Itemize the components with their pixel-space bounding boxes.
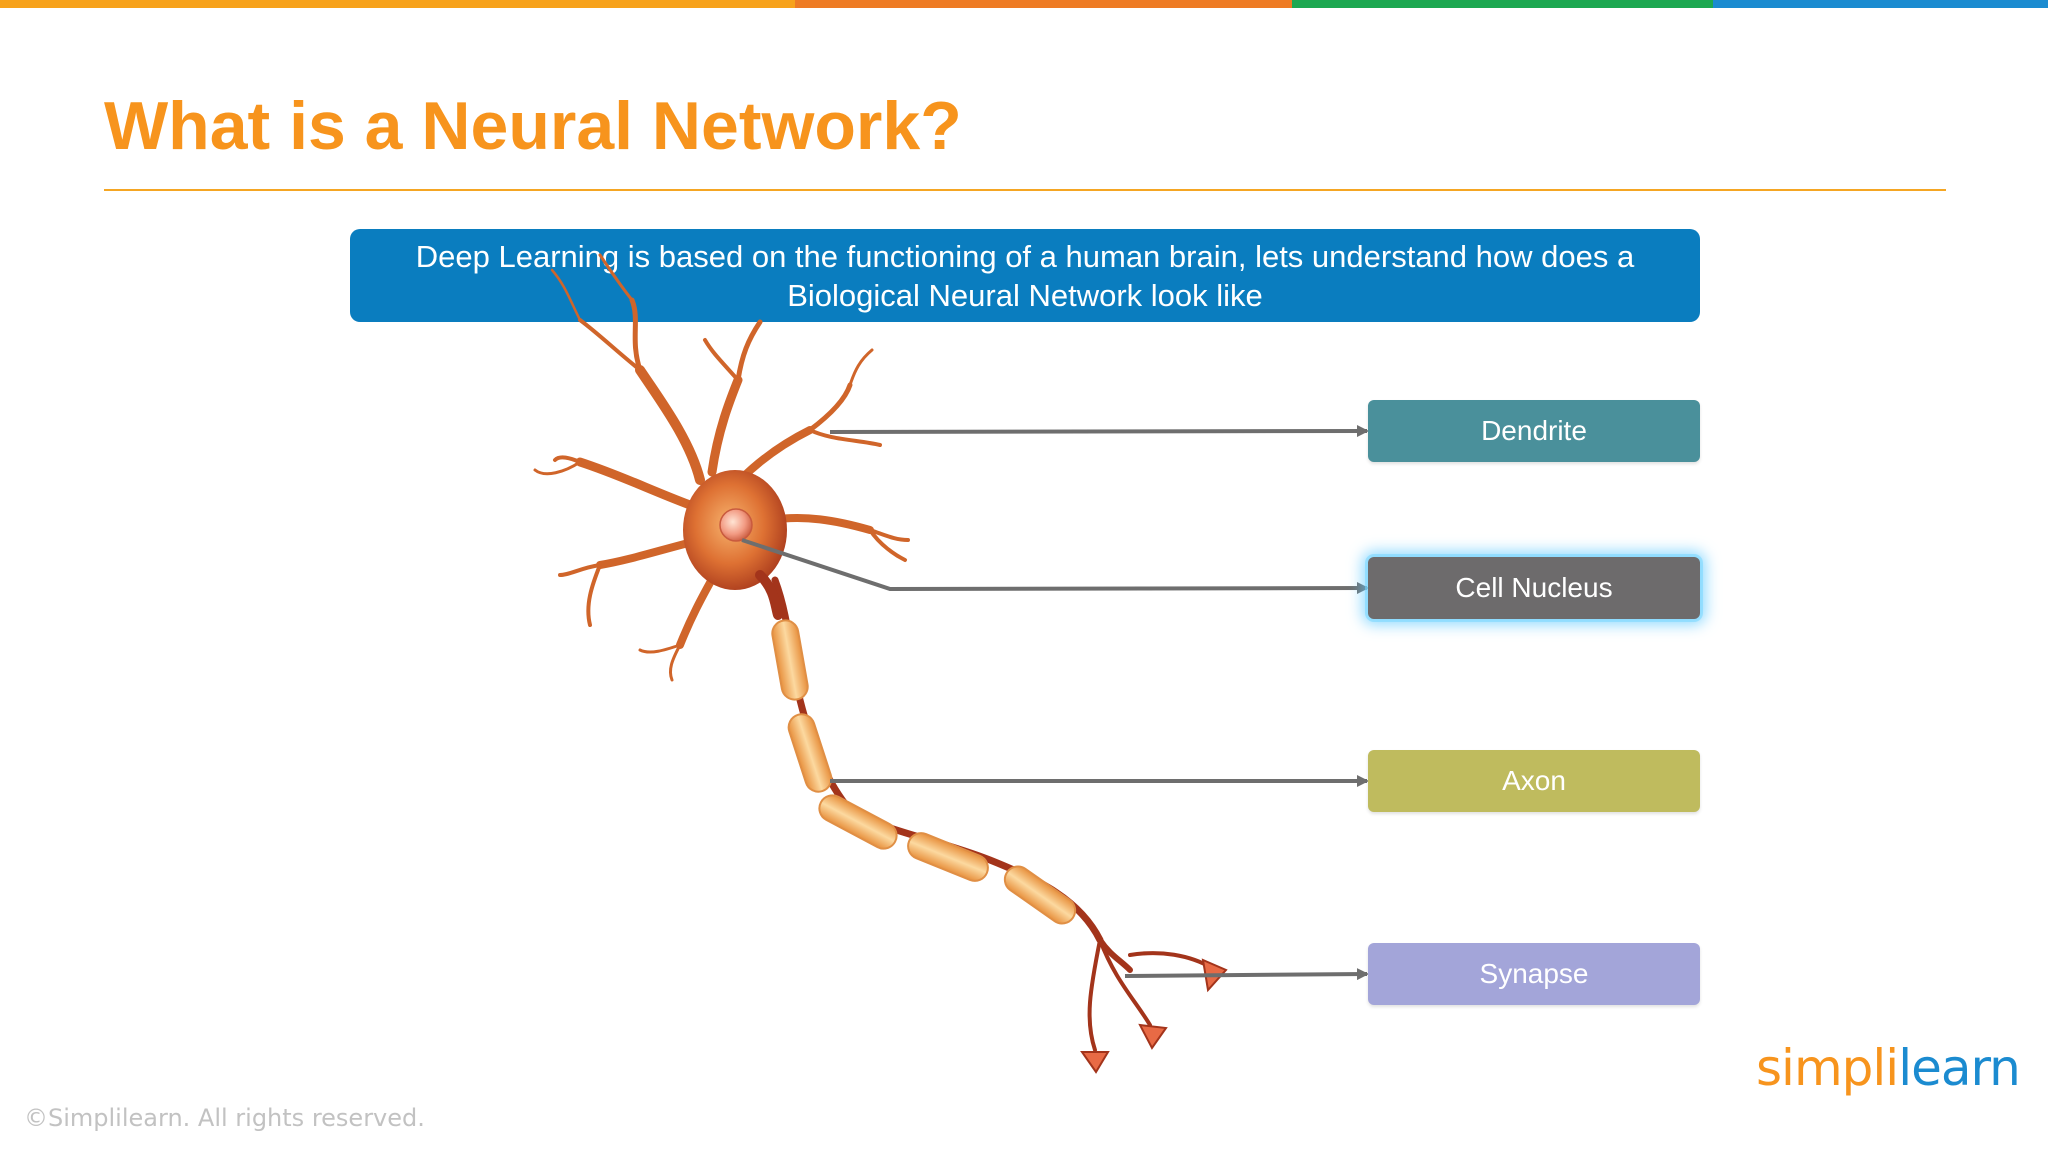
logo-text-learn: learn (1898, 1039, 2021, 1097)
axon-hillock (755, 570, 783, 620)
intro-callout: Deep Learning is based on the functionin… (350, 229, 1700, 322)
copyright-notice: ©Simplilearn. All rights reserved. (24, 1104, 425, 1132)
pointer-cell-nucleus (741, 538, 1369, 595)
myelin-sheaths (771, 619, 1077, 925)
label-axon: Axon (1368, 750, 1700, 812)
simplilearn-logo: simplilearn (1756, 1038, 2021, 1098)
title-divider (104, 189, 1946, 191)
pointer-lines (741, 425, 1369, 981)
logo-text-i: i (1885, 1039, 1899, 1097)
neuron-nucleus (719, 508, 753, 542)
top-bar-segment-yellow (0, 0, 795, 8)
pointer-synapse (1124, 968, 1369, 981)
label-cell-nucleus: Cell Nucleus (1368, 557, 1700, 619)
top-bar-segment-orange (795, 0, 1292, 8)
top-color-bar (0, 0, 2048, 8)
label-synapse: Synapse (1368, 943, 1700, 1005)
label-dendrite: Dendrite (1368, 400, 1700, 462)
pointer-dendrite (829, 425, 1369, 438)
intro-line-1: Deep Learning is based on the functionin… (415, 238, 1635, 274)
axon-terminals (1087, 937, 1214, 1052)
intro-line-2: Biological Neural Network look like (787, 277, 1263, 313)
logo-text-simpl: simpl (1756, 1039, 1886, 1097)
top-bar-segment-green (1292, 0, 1713, 8)
top-bar-segment-blue (1713, 0, 2048, 8)
neuron-dendrites (533, 253, 910, 682)
slide-title: What is a Neural Network? (104, 88, 962, 164)
